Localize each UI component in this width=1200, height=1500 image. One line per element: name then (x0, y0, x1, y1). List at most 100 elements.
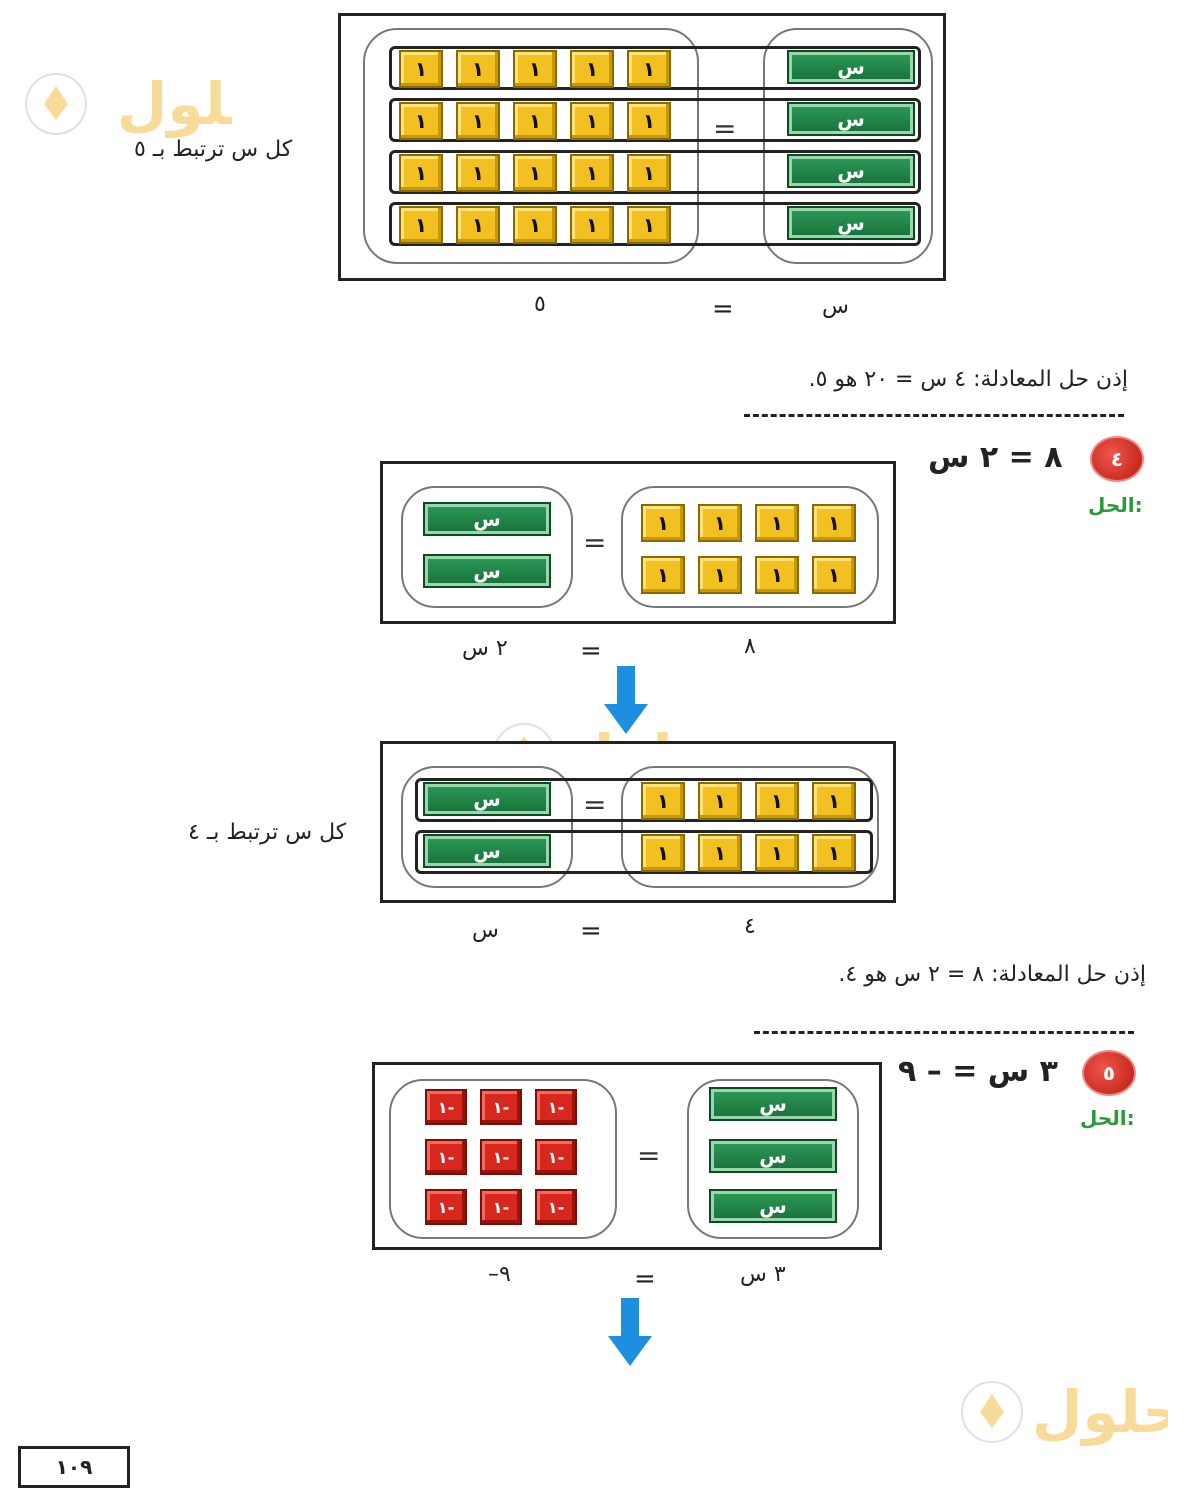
p4-x-tile: س (423, 834, 551, 868)
watermark-logo-top: حلول (22, 58, 269, 140)
p5-solution-label: الحل: (1080, 1106, 1135, 1130)
unit-tile: ١ (399, 154, 443, 192)
unit-tile: ١ (627, 50, 671, 88)
unit-tile: ١ (812, 504, 856, 542)
p4-row-band (415, 830, 873, 874)
p5-equation: ٣ س = – ٩ (898, 1054, 1058, 1089)
p3-x-tile: س (787, 102, 915, 136)
unit-tile: ١ (698, 782, 742, 820)
unit-tile: ١ (513, 154, 557, 192)
unit-tile: ١ (755, 504, 799, 542)
unit-tile: ١ (812, 782, 856, 820)
p4-step1-bottom-right: ٨ (744, 634, 756, 659)
logo-icon: حلول (961, 1378, 1184, 1447)
p3-x-tile: س (787, 154, 915, 188)
p3-x-group (763, 28, 933, 264)
p4-step2-bottom-eq: = (580, 916, 602, 946)
p4-x-tile: س (423, 502, 551, 536)
p5-number-badge: ٥ (1082, 1050, 1136, 1096)
p5-x-tile: س (709, 1139, 837, 1173)
p3-side-note: كل س ترتبط بـ ٥ (134, 137, 293, 162)
p5-x-tile: س (709, 1087, 837, 1121)
unit-tile: ١ (627, 102, 671, 140)
negative-unit-tile: ١- (425, 1089, 467, 1125)
p3-ones-group (363, 28, 699, 264)
logo-icon: حلول (25, 70, 269, 139)
negative-unit-tile: ١- (425, 1189, 467, 1225)
p4-row-band (415, 778, 873, 822)
p4-step1-bottom-left: ٢ س (462, 636, 508, 661)
unit-tile: ١ (456, 102, 500, 140)
negative-unit-tile: ١- (425, 1139, 467, 1175)
negative-unit-tile: ١- (535, 1089, 577, 1125)
p3-row-band (389, 150, 921, 194)
p4-ones-group (621, 766, 879, 888)
negative-unit-tile: ١- (480, 1089, 522, 1125)
p3-bottom-eq: = (712, 294, 734, 324)
p4-number-badge: ٤ (1090, 436, 1144, 482)
unit-tile: ١ (755, 782, 799, 820)
unit-tile: ١ (641, 782, 685, 820)
unit-tile: ١ (755, 556, 799, 594)
unit-tile: ١ (570, 206, 614, 244)
p3-row-band (389, 98, 921, 142)
svg-text:حلول: حلول (1032, 1378, 1168, 1447)
p4-x-tile: س (423, 554, 551, 588)
svg-text:حلول: حلول (117, 70, 232, 139)
p3-x-tile: س (787, 50, 915, 84)
divider-dashed (754, 1031, 1134, 1034)
p5-x-group (687, 1079, 859, 1239)
p4-step2-bottom-left: س (472, 918, 499, 943)
unit-tile: ١ (399, 206, 443, 244)
negative-unit-tile: ١- (535, 1139, 577, 1175)
p4-x-tile: س (423, 782, 551, 816)
unit-tile: ١ (513, 206, 557, 244)
page-number: ١٠٩ (18, 1446, 130, 1488)
unit-tile: ١ (513, 50, 557, 88)
unit-tile: ١ (627, 154, 671, 192)
p4-step2-bottom-right: ٤ (744, 914, 756, 939)
unit-tile: ١ (812, 834, 856, 872)
p3-conclusion: إذن حل المعادلة: ٤ س = ٢٠ هو ٥. (808, 367, 1128, 392)
unit-tile: ١ (456, 50, 500, 88)
negative-unit-tile: ١- (480, 1139, 522, 1175)
p4-equation: ٨ = ٢ س (928, 440, 1063, 475)
p4-x-group (401, 766, 573, 888)
negative-unit-tile: ١- (480, 1189, 522, 1225)
p3-bottom-right: س (822, 294, 849, 319)
p3-x-tile: س (787, 206, 915, 240)
p5-model-frame: = س س س ١- ١- ١- ١- ١- ١- ١- ١- ١- (372, 1062, 882, 1250)
p5-equals-sign: = (637, 1139, 661, 1172)
p3-row-band (389, 202, 921, 246)
unit-tile: ١ (513, 102, 557, 140)
p4-x-group (401, 486, 573, 608)
negative-unit-tile: ١- (535, 1189, 577, 1225)
unit-tile: ١ (698, 556, 742, 594)
unit-tile: ١ (698, 504, 742, 542)
p5-neg-ones-group (389, 1079, 617, 1239)
p5-bottom-eq: = (634, 1264, 656, 1294)
down-arrow-icon (604, 666, 648, 734)
unit-tile: ١ (456, 154, 500, 192)
p4-equals-sign: = (583, 526, 607, 559)
unit-tile: ١ (698, 834, 742, 872)
p4-step2-side-note: كل س ترتبط بـ ٤ (188, 820, 347, 845)
divider-dashed (744, 414, 1124, 417)
unit-tile: ١ (812, 556, 856, 594)
unit-tile: ١ (641, 504, 685, 542)
unit-tile: ١ (641, 834, 685, 872)
down-arrow-icon (608, 1298, 652, 1366)
p5-bottom-left: –٩ (488, 1262, 511, 1287)
unit-tile: ١ (570, 102, 614, 140)
unit-tile: ١ (570, 50, 614, 88)
watermark-logo-bottom: حلول (958, 1366, 1184, 1448)
unit-tile: ١ (399, 102, 443, 140)
unit-tile: ١ (456, 206, 500, 244)
p5-bottom-right: ٣ س (740, 1262, 786, 1287)
p3-bottom-left: ٥ (534, 292, 546, 317)
p3-equals-sign: = (713, 112, 737, 145)
p5-x-tile: س (709, 1189, 837, 1223)
